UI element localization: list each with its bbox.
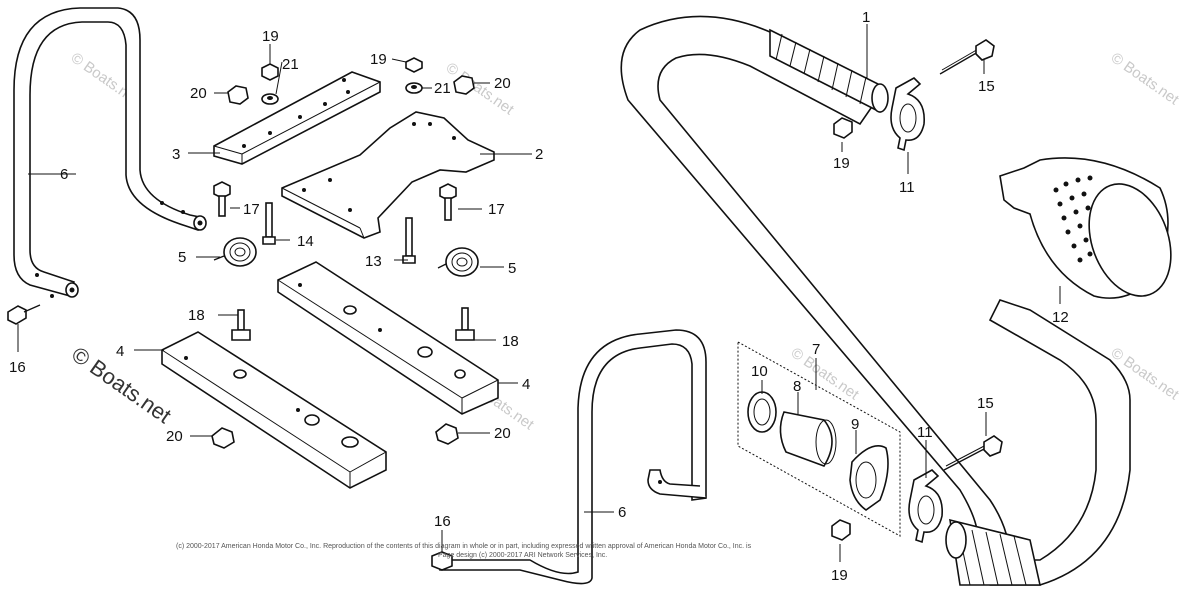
callout-17-right: 17 xyxy=(488,201,505,218)
hose-1 xyxy=(620,15,1131,586)
callout-20-lower-right: 20 xyxy=(494,425,511,442)
callout-18-right: 18 xyxy=(502,333,519,350)
leader-lines xyxy=(17,24,1061,562)
copyright-line-2: Page design (c) 2000-2017 ARI Network Se… xyxy=(438,552,607,559)
callout-5-left: 5 xyxy=(178,249,186,266)
callout-20-top-right: 20 xyxy=(494,75,511,92)
callout-20-top-left: 20 xyxy=(190,85,207,102)
callout-14: 14 xyxy=(297,233,314,250)
callout-6-lower: 6 xyxy=(618,504,626,521)
callout-15-bottom: 15 xyxy=(977,395,994,412)
kit-7 xyxy=(737,341,901,537)
bolt-16-left xyxy=(7,304,41,325)
seal-10 xyxy=(747,391,777,433)
bolt-15-top xyxy=(939,39,995,75)
nuts-19-hose xyxy=(831,117,853,541)
callout-2: 2 xyxy=(535,146,543,163)
callout-numbers: 1 2 3 4 4 5 5 6 6 7 8 9 10 11 11 12 13 1… xyxy=(9,9,1069,584)
callout-19-top-mid: 19 xyxy=(370,51,387,68)
bolt-15-bottom xyxy=(943,435,1003,471)
callout-4-upper: 4 xyxy=(522,376,530,393)
callout-13: 13 xyxy=(365,253,382,270)
frame-left xyxy=(13,7,207,298)
callout-11-bottom: 11 xyxy=(917,424,933,441)
callout-19-top-left: 19 xyxy=(262,28,279,45)
callout-16-left: 16 xyxy=(9,359,26,376)
callout-15-top: 15 xyxy=(978,78,995,95)
callout-17-left: 17 xyxy=(243,201,260,218)
hose-bellows-top xyxy=(769,28,889,113)
callout-20-lower-left: 20 xyxy=(166,428,183,445)
frame-lower xyxy=(431,329,707,585)
callout-10: 10 xyxy=(751,363,768,380)
clamp-11-top xyxy=(890,77,925,152)
callout-6-left: 6 xyxy=(60,166,68,183)
callout-4-lower: 4 xyxy=(116,343,124,360)
callout-1: 1 xyxy=(862,9,870,26)
callout-3: 3 xyxy=(172,146,180,163)
copyright-line-1: (c) 2000-2017 American Honda Motor Co., … xyxy=(176,543,752,550)
callout-7: 7 xyxy=(812,341,820,358)
perforation-holes xyxy=(1053,175,1093,263)
channel-4-upper xyxy=(277,261,499,415)
bracket-2 xyxy=(281,111,495,239)
air-cleaner-12 xyxy=(999,157,1172,299)
callout-18-left: 18 xyxy=(188,307,205,324)
callout-19-hose-bottom: 19 xyxy=(831,567,848,584)
fasteners-top xyxy=(227,57,475,105)
callout-5-right: 5 xyxy=(508,260,516,277)
callout-9: 9 xyxy=(851,416,859,433)
bolts-mid xyxy=(213,181,457,264)
callout-12: 12 xyxy=(1052,309,1069,326)
callout-16-lower: 16 xyxy=(434,513,451,530)
hose-bellows-bottom xyxy=(945,518,1041,586)
plate-3 xyxy=(213,71,381,165)
watermark-faint-4: © Boats.net xyxy=(1108,49,1180,108)
nuts-20-lower xyxy=(211,423,459,449)
channel-4-lower xyxy=(161,331,387,489)
callout-19-hose-top: 19 xyxy=(833,155,850,172)
clamp-11-bottom xyxy=(908,469,943,544)
callout-21-left: 21 xyxy=(282,56,299,73)
callout-21-right: 21 xyxy=(434,80,451,97)
springs-5 xyxy=(213,237,479,277)
callout-11-top: 11 xyxy=(899,179,915,196)
callout-8: 8 xyxy=(793,378,801,395)
